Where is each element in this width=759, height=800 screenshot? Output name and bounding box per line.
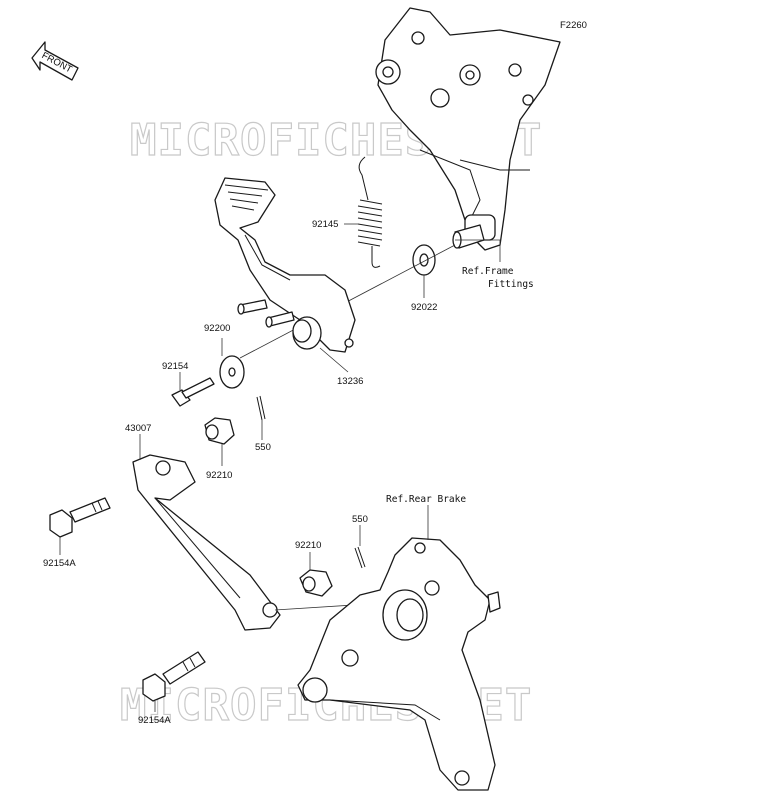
label-cotter-pin-lower: 550	[352, 514, 368, 525]
label-nut-upper: 92210	[206, 470, 232, 481]
rear-brake-lever	[297, 505, 501, 791]
ref-rear-brake: Ref.Rear Brake	[386, 494, 466, 505]
front-arrow-icon: FRONT	[31, 41, 79, 81]
washer-frame: 92022	[411, 244, 437, 313]
label-nut-lower: 92210	[295, 540, 321, 551]
rod: 43007	[125, 423, 281, 631]
ref-frame-line1: Ref.Frame	[462, 266, 514, 277]
pedal-pins	[237, 299, 295, 328]
nut-lower: 92210	[295, 540, 333, 597]
ref-frame-line2: Fittings	[488, 279, 534, 290]
bolt-rod-upper: 92154A	[43, 497, 111, 569]
washer-pedal: 92200	[204, 323, 245, 389]
bolt-pedal: 92154	[162, 361, 215, 407]
spring: 92145	[312, 156, 383, 268]
label-bolt-pedal: 92154	[162, 361, 188, 372]
nut-upper: 92210	[204, 417, 235, 481]
brake-pedal	[214, 177, 356, 353]
label-rod: 43007	[125, 423, 151, 434]
label-washer-frame: 92022	[411, 302, 437, 313]
bushing: 13236	[292, 316, 363, 387]
bolt-rod-lower: 92154A	[138, 651, 206, 726]
frame-fitting	[375, 7, 561, 251]
label-bushing: 13236	[337, 376, 363, 387]
label-bolt-rod-upper: 92154A	[43, 558, 76, 569]
diagram-code: F2260	[560, 20, 587, 31]
label-spring: 92145	[312, 219, 338, 230]
cotter-pin-upper: 550	[255, 395, 271, 453]
label-bolt-rod-lower: 92154A	[138, 715, 171, 726]
label-washer-pedal: 92200	[204, 323, 230, 334]
label-cotter-pin-upper: 550	[255, 442, 271, 453]
cotter-pin-lower: 550	[352, 514, 368, 569]
